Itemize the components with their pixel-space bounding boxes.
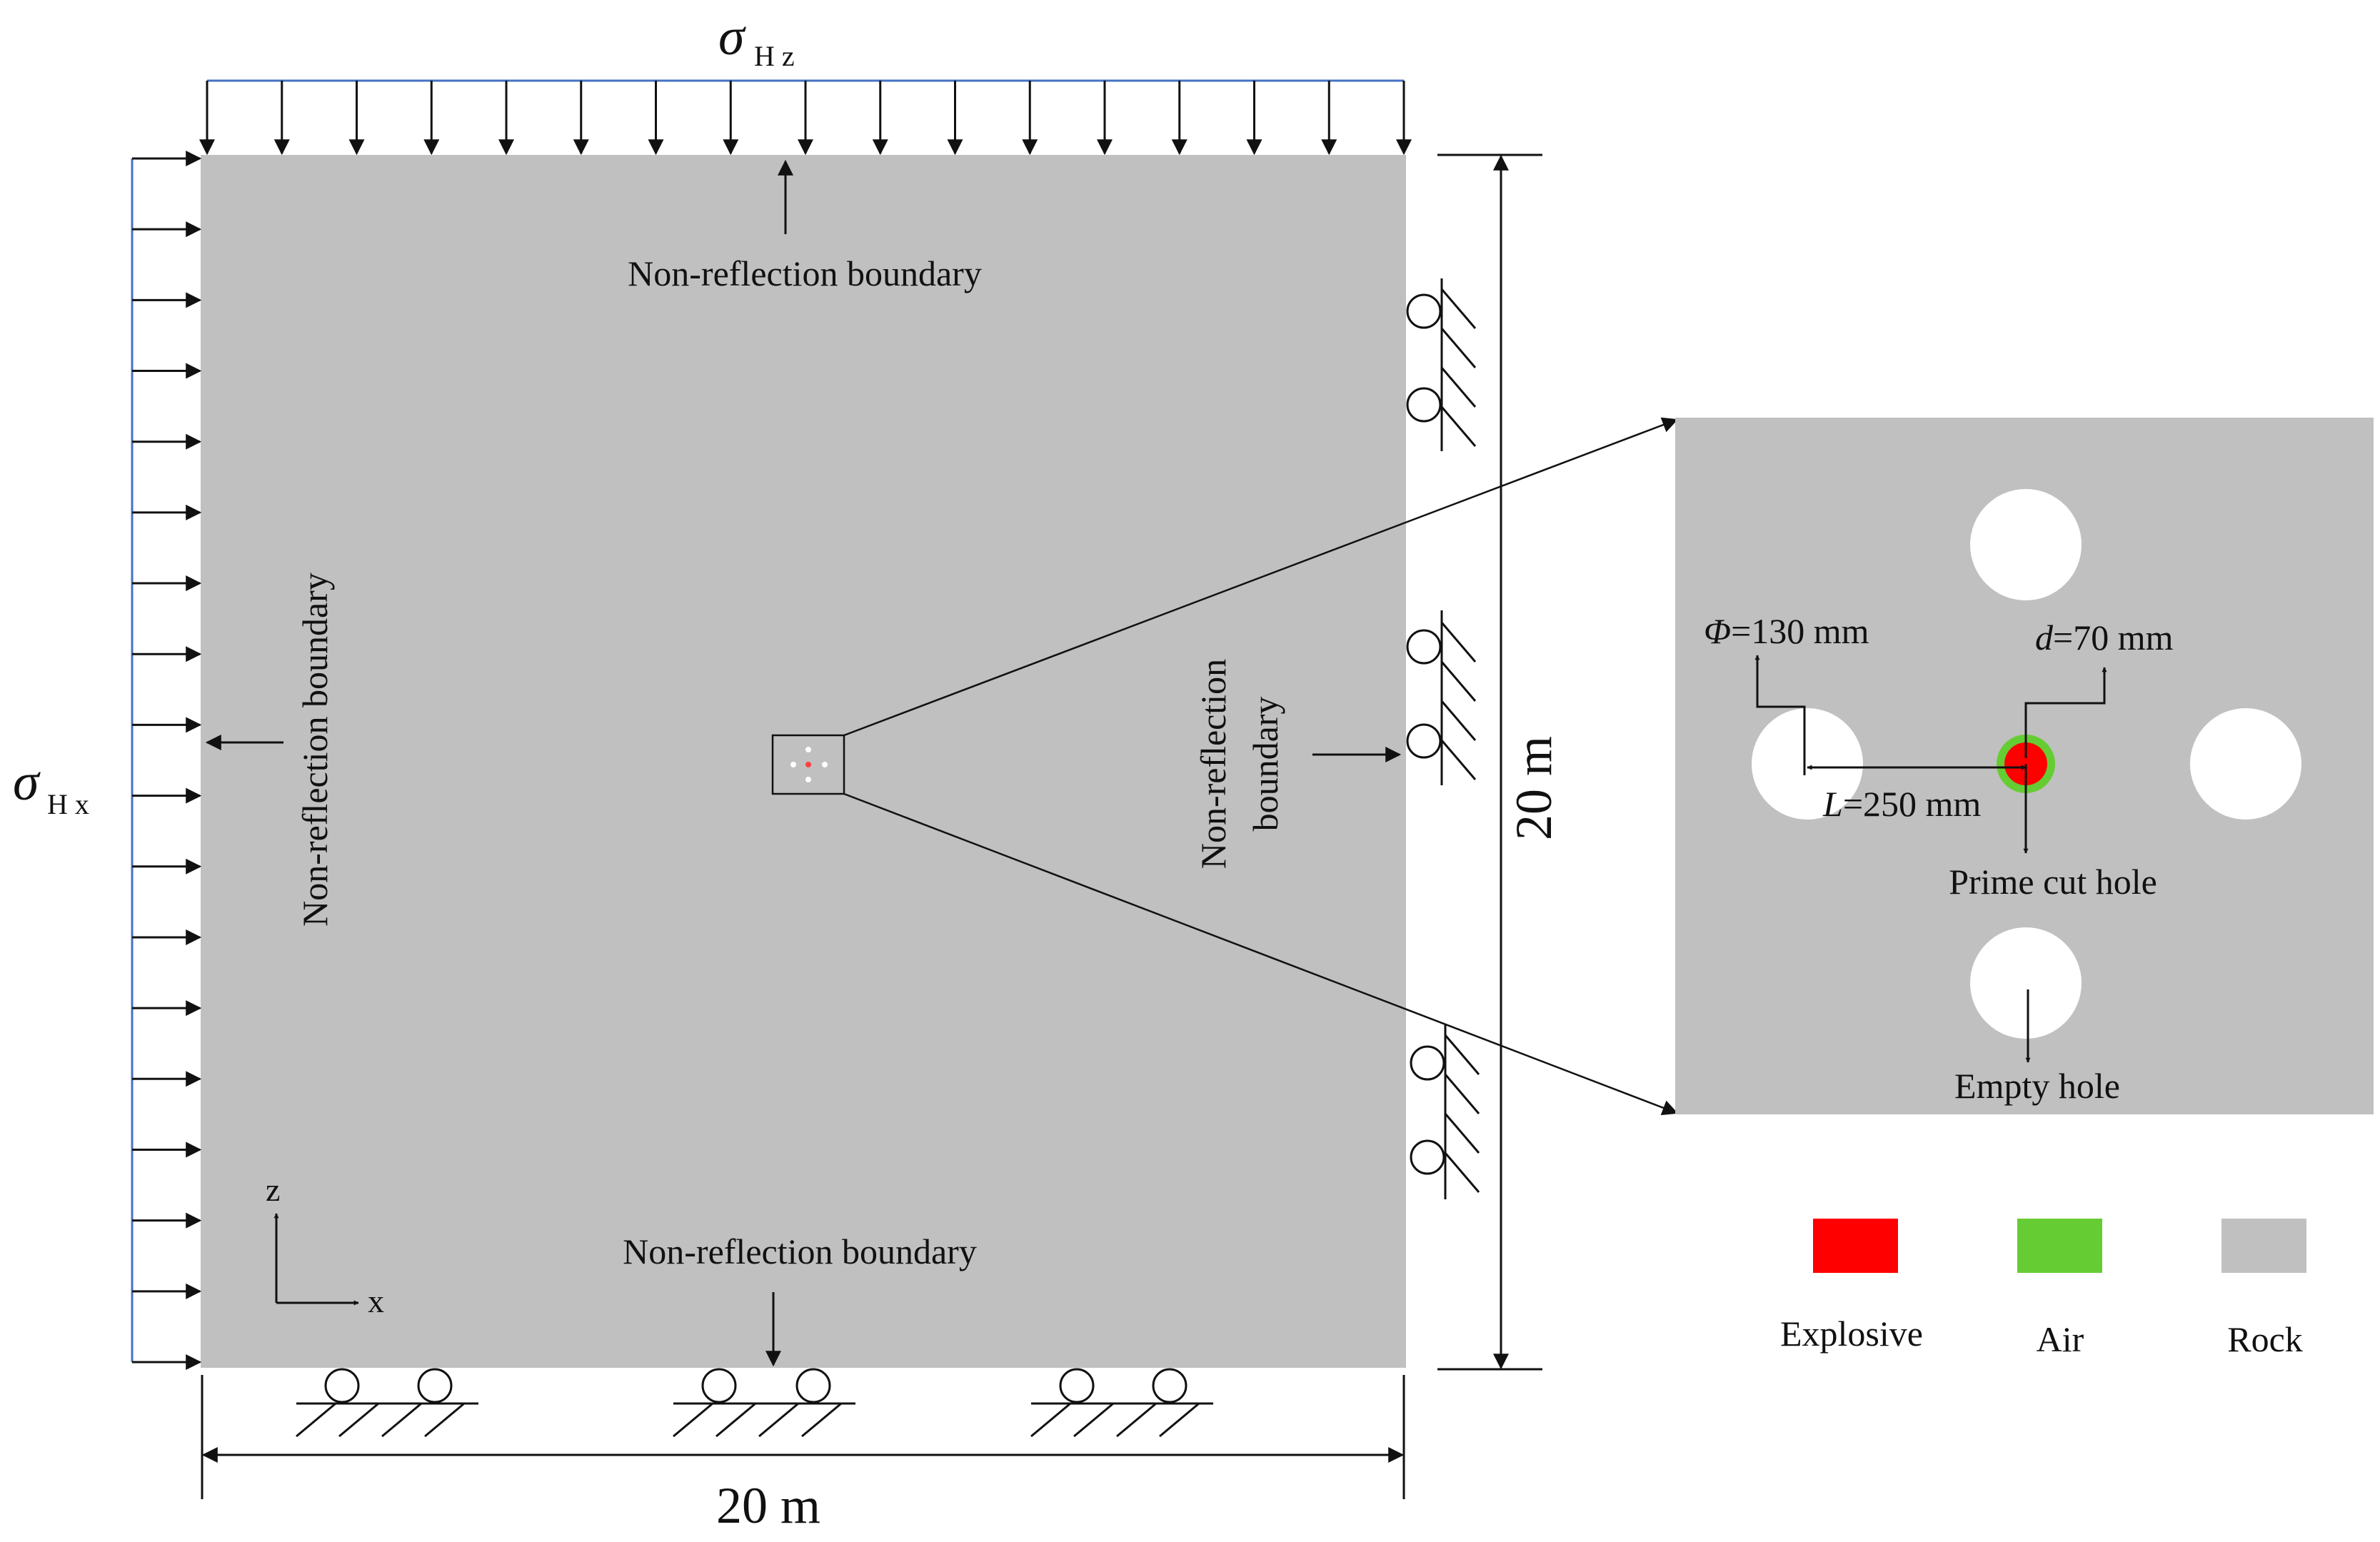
left-stress-subscript: H x <box>47 788 89 820</box>
detail-view: Φ=130 mm d=70 mm L=250 mm Prime cut hole… <box>1675 418 2374 1114</box>
right-roller-support-top <box>1406 278 1477 451</box>
legend-swatch-explosive <box>1813 1219 1898 1273</box>
left-load-arrows <box>132 151 202 1370</box>
legend-swatch-rock <box>2221 1219 2306 1273</box>
right-roller-supports <box>1406 278 1480 1199</box>
bottom-boundary-label: Non-reflection boundary <box>623 1231 977 1271</box>
empty-hole-top <box>1970 489 2082 600</box>
L-label: L=250 mm <box>1822 784 1981 824</box>
width-dimension: 20 m <box>201 1375 1405 1534</box>
x-axis-label: x <box>368 1283 384 1319</box>
coordinate-axes: z x <box>266 1171 384 1319</box>
legend-swatch-air <box>2017 1219 2102 1273</box>
height-dimension: 20 m <box>1437 153 1562 1371</box>
right-boundary-label-line2: boundary <box>1245 697 1285 832</box>
right-roller-support-middle <box>1406 610 1477 785</box>
d-label: d=70 mm <box>2035 618 2174 657</box>
prime-cut-hole-label: Prime cut hole <box>1949 862 2157 902</box>
zoom-line-lower <box>843 792 1679 1116</box>
bottom-roller-supports <box>296 1368 1213 1438</box>
left-load: σ H x <box>13 151 202 1370</box>
empty-hole-left <box>1752 708 1863 820</box>
z-axis-label: z <box>266 1171 280 1208</box>
cut-region-marker <box>771 734 845 795</box>
right-boundary-label-line1: Non-reflection <box>1193 659 1233 869</box>
legend-label-air: Air <box>2037 1319 2084 1359</box>
top-stress-symbol: σ <box>718 8 746 66</box>
left-stress-symbol: σ <box>13 753 41 812</box>
empty-hole-label: Empty hole <box>1954 1066 2120 1106</box>
d-leader <box>2024 667 2107 758</box>
width-dimension-label: 20 m <box>716 1477 820 1534</box>
zoom-line-upper <box>843 417 1679 737</box>
empty-hole-bottom <box>1970 927 2082 1039</box>
top-boundary-label: Non-reflection boundary <box>628 253 982 293</box>
top-stress-subscript: H z <box>754 40 795 72</box>
legend-label-rock: Rock <box>2227 1319 2303 1359</box>
top-load-arrows <box>199 81 1412 156</box>
empty-hole-right <box>2190 708 2301 820</box>
bottom-roller-support-center <box>673 1368 855 1438</box>
legend-label-explosive: Explosive <box>1780 1314 1923 1354</box>
phi-label: Φ=130 mm <box>1704 611 1869 651</box>
bottom-roller-support-left <box>296 1368 478 1438</box>
legend: Explosive Air Rock <box>1780 1219 2306 1359</box>
right-roller-support-bottom <box>1410 1024 1480 1199</box>
phi-leader <box>1754 655 1806 775</box>
bottom-roller-support-right <box>1030 1368 1213 1438</box>
top-load: σ H z <box>199 8 1412 156</box>
left-boundary-label: Non-reflection boundary <box>295 573 335 927</box>
height-dimension-label: 20 m <box>1505 736 1562 840</box>
